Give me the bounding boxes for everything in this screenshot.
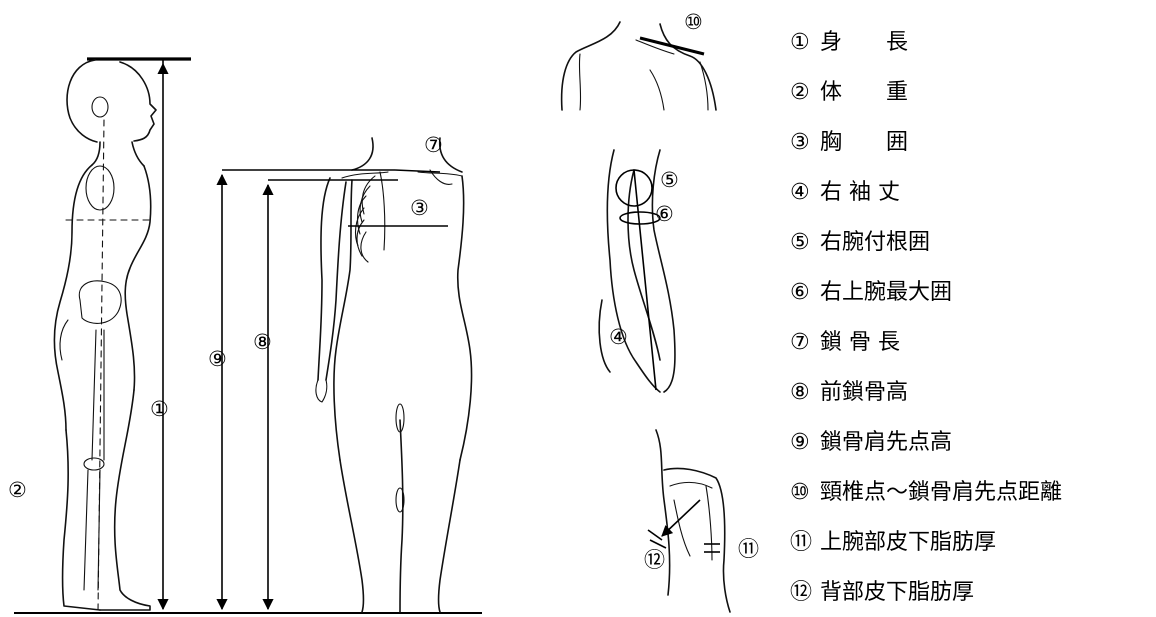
legend-label: 体 重 bbox=[820, 80, 908, 105]
label-3: ③ bbox=[410, 196, 429, 220]
legend-marker: ⑫ bbox=[790, 576, 820, 610]
legend-label: 胸 囲 bbox=[820, 130, 908, 155]
legend-marker: ⑤ bbox=[790, 226, 820, 260]
legend-marker: ① bbox=[790, 26, 820, 60]
legend-label: 前鎖骨高 bbox=[820, 380, 908, 405]
legend-marker: ⑥ bbox=[790, 276, 820, 310]
label-11: ⑪ bbox=[738, 537, 759, 561]
label-5: ⑤ bbox=[660, 168, 679, 192]
legend-marker: ③ bbox=[790, 126, 820, 160]
label-1: ① bbox=[150, 397, 169, 421]
acromion-height-line bbox=[222, 170, 395, 609]
legend-label: 右 袖 丈 bbox=[820, 180, 900, 205]
legend-label: 頸椎点～鎖骨肩先点距離 bbox=[820, 480, 1062, 505]
legend-marker: ④ bbox=[790, 176, 820, 210]
label-7: ⑦ bbox=[424, 133, 443, 157]
legend-label: 右腕付根囲 bbox=[820, 230, 930, 255]
back-detail-figure bbox=[648, 430, 730, 612]
legend-marker: ⑪ bbox=[790, 526, 820, 560]
legend-marker: ⑩ bbox=[790, 476, 820, 510]
shoulder-detail-figure bbox=[562, 22, 716, 110]
label-2: ② bbox=[8, 478, 27, 502]
legend-label: 身 長 bbox=[820, 30, 908, 55]
legend-label: 背部皮下脂肪厚 bbox=[820, 580, 974, 605]
label-4: ④ bbox=[609, 325, 628, 349]
legend-marker: ② bbox=[790, 76, 820, 110]
legend-label: 鎖骨肩先点高 bbox=[820, 430, 952, 455]
legend-marker: ⑦ bbox=[790, 326, 820, 360]
legend-label: 右上腕最大囲 bbox=[820, 280, 952, 305]
label-12: ⑫ bbox=[644, 548, 665, 572]
label-6: ⑥ bbox=[655, 202, 674, 226]
legend-marker: ⑧ bbox=[790, 376, 820, 410]
legend-label: 上腕部皮下脂肪厚 bbox=[820, 530, 996, 555]
label-10: ⑩ bbox=[684, 10, 703, 34]
front-clavicle-height-line bbox=[268, 180, 398, 609]
front-torso-figure bbox=[316, 138, 472, 612]
legend-label: 鎖 骨 長 bbox=[820, 330, 900, 355]
label-9: ⑨ bbox=[208, 347, 227, 371]
clavicle-length-line bbox=[395, 170, 440, 172]
label-8: ⑧ bbox=[253, 330, 272, 354]
side-profile-figure bbox=[54, 59, 191, 612]
legend-marker: ⑨ bbox=[790, 426, 820, 460]
